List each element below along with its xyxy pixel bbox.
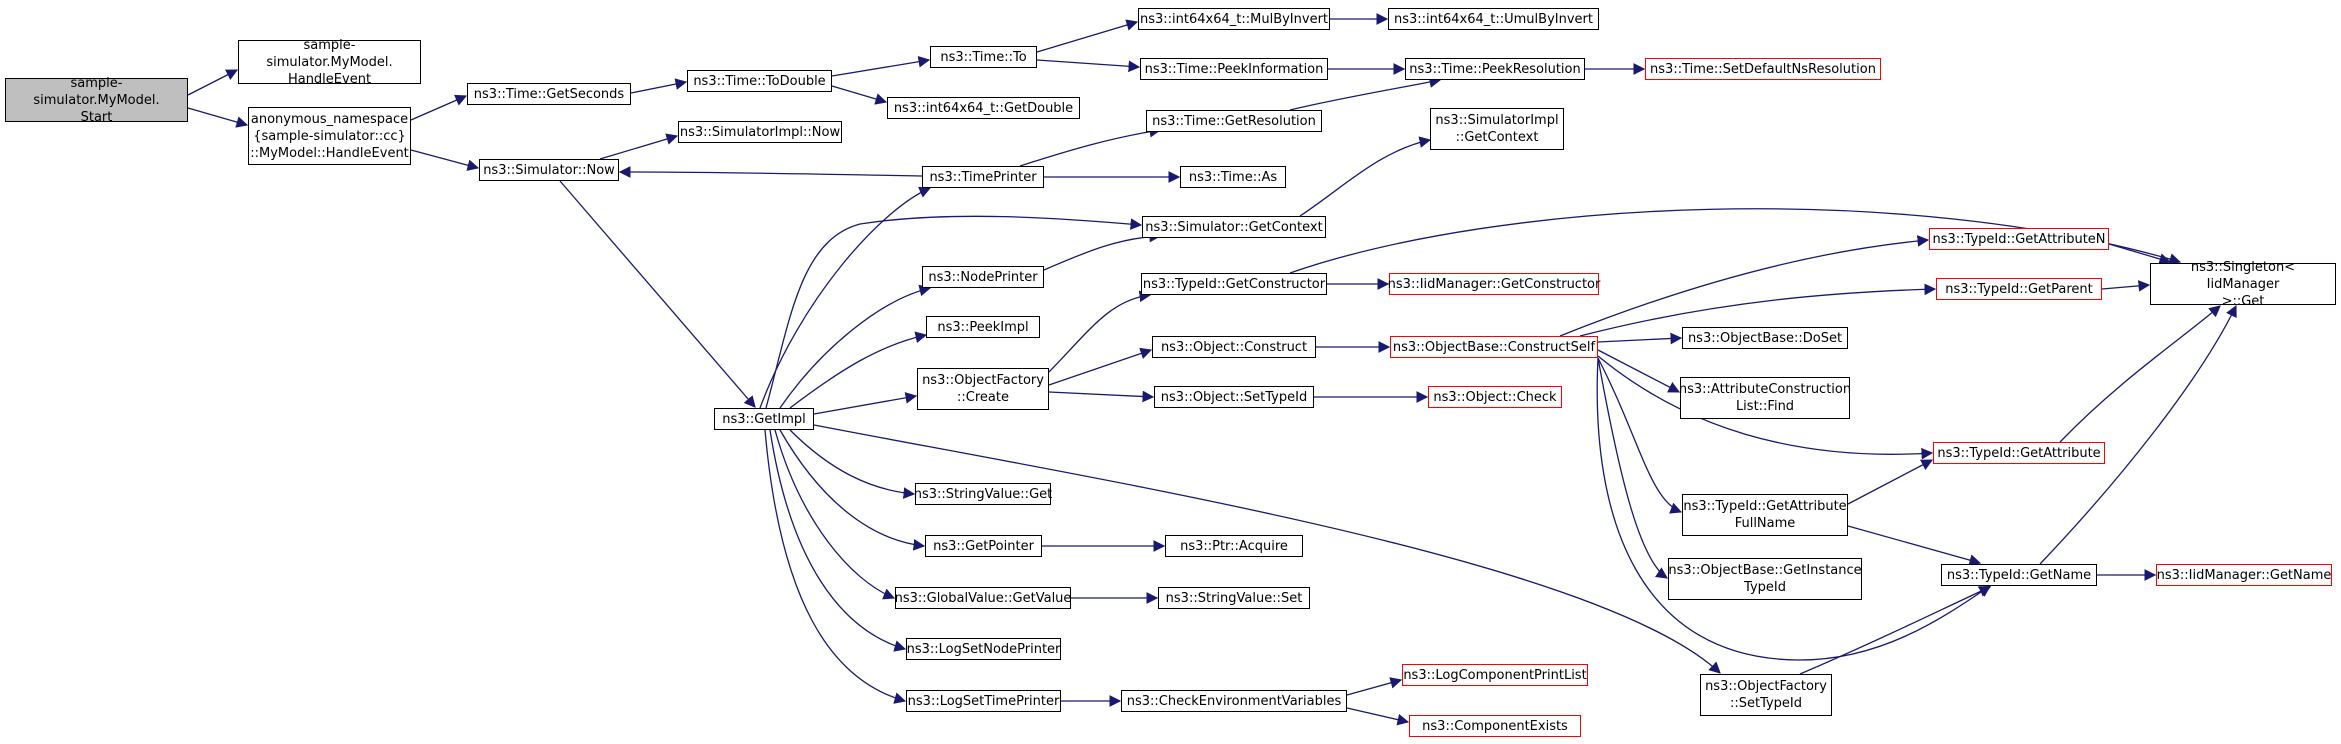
edge-objfactory-create-to-obj-construct — [1048, 347, 1153, 386]
node-stringvalue-get[interactable]: ns3::StringValue::Get — [914, 483, 1052, 505]
edge-constructself-to-typeid-getattr — [1597, 355, 1934, 460]
node-typeid-getctor[interactable]: ns3::TypeId::GetConstructor — [1141, 273, 1327, 295]
node-logsetnodeprinter[interactable]: ns3::LogSetNodePrinter — [906, 638, 1061, 660]
edge-start-to-anon-handle — [187, 107, 249, 128]
node-objbase-constructself[interactable]: ns3::ObjectBase::ConstructSelf — [1390, 336, 1598, 358]
node-objbase-getinst[interactable]: ns3::ObjectBase::GetInstance TypeId — [1668, 558, 1862, 600]
edge-getimpl-to-sim-getctx — [765, 215, 1143, 409]
edge-getimpl-to-logsettimeprinter — [764, 429, 907, 704]
edge-to-double-to-getdouble — [831, 85, 888, 105]
edge-typeid-getattrfull-to-typeid-getname — [1847, 525, 1982, 566]
node-iidmgr-getname[interactable]: ns3::IidManager::GetName — [2156, 564, 2332, 586]
edge-constructself-to-typeid-getparent — [1579, 283, 1937, 337]
edge-anon-to-get-seconds — [410, 94, 468, 121]
node-logcompprintlist[interactable]: ns3::LogComponentPrintList — [1402, 664, 1588, 686]
edge-getimpl-to-peekimpl — [789, 331, 928, 409]
node-getpointer[interactable]: ns3::GetPointer — [925, 535, 1042, 557]
edge-to-double-to-time-to — [831, 55, 931, 77]
node-time-to[interactable]: ns3::Time::To — [930, 46, 1037, 68]
node-getdouble[interactable]: ns3::int64x64_t::GetDouble — [887, 97, 1080, 119]
edge-constructself-to-typeid-getname — [1596, 357, 1991, 661]
node-typeid-getparent[interactable]: ns3::TypeId::GetParent — [1936, 278, 2102, 300]
node-singleton-get[interactable]: ns3::Singleton< IidManager >::Get — [2150, 260, 2336, 309]
node-obj-construct[interactable]: ns3::Object::Construct — [1152, 336, 1316, 358]
node-objbase-doset[interactable]: ns3::ObjectBase::DoSet — [1682, 327, 1848, 349]
node-mulbyinvert[interactable]: ns3::int64x64_t::MulByInvert — [1138, 8, 1330, 30]
edge-getimpl-to-timeprinter — [759, 186, 932, 409]
edge-typeid-getattr-to-singleton-get — [2059, 305, 2221, 443]
edge-constructself-to-objbase-getinst — [1597, 357, 1668, 579]
edge-typeid-getattrfull-to-typeid-getattr — [1847, 459, 1934, 505]
node-peekresolution[interactable]: ns3::Time::PeekResolution — [1405, 58, 1585, 80]
node-nodeprinter[interactable]: ns3::NodePrinter — [922, 266, 1044, 288]
node-typeid-getattrn[interactable]: ns3::TypeId::GetAttributeN — [1929, 228, 2109, 250]
edge-getimpl-to-getpointer — [779, 429, 926, 551]
node-checkenvvars[interactable]: ns3::CheckEnvironmentVariables — [1121, 690, 1347, 712]
node-anon-handle[interactable]: anonymous_namespace {sample-simulator::c… — [248, 107, 411, 165]
edge-typeid-getattrn-to-singleton-get — [2108, 243, 2172, 265]
node-peekimpl[interactable]: ns3::PeekImpl — [926, 316, 1040, 338]
node-objfactory-create[interactable]: ns3::ObjectFactory ::Create — [917, 368, 1049, 410]
edge-checkenvvars-to-logcompprintlist — [1346, 677, 1403, 696]
node-iidmgr-getctor[interactable]: ns3::IidManager::GetConstructor — [1388, 273, 1600, 295]
node-ptr-acquire[interactable]: ns3::Ptr::Acquire — [1165, 535, 1303, 557]
edge-getimpl-to-stringvalue-get — [789, 429, 916, 499]
edge-constructself-to-objbase-doset — [1597, 332, 1683, 345]
edge-timeprinter-to-sim-now — [618, 166, 923, 178]
node-get-seconds[interactable]: ns3::Time::GetSeconds — [467, 83, 631, 105]
node-globalvalue-getvalue[interactable]: ns3::GlobalValue::GetValue — [895, 587, 1071, 609]
node-start[interactable]: sample-simulator.MyModel. Start — [5, 76, 188, 125]
node-objfactory-settypeid[interactable]: ns3::ObjectFactory ::SetTypeId — [1700, 674, 1832, 716]
node-timeprinter[interactable]: ns3::TimePrinter — [922, 166, 1044, 188]
node-to-double[interactable]: ns3::Time::ToDouble — [687, 70, 832, 92]
edge-objfactory-create-to-obj-settypeid — [1048, 390, 1155, 403]
edge-typeid-getparent-to-singleton-get — [2101, 280, 2151, 292]
edge-objfactory-settypeid-to-typeid-getname — [1799, 586, 1992, 675]
node-getimpl[interactable]: ns3::GetImpl — [714, 408, 814, 430]
node-simimpl-getctx[interactable]: ns3::SimulatorImpl ::GetContext — [1430, 108, 1564, 150]
edge-constructself-to-typeid-getattrfull — [1597, 357, 1683, 514]
node-simimpl-now[interactable]: ns3::SimulatorImpl::Now — [678, 121, 842, 143]
edge-getresolution-to-peekresolution — [1289, 76, 1442, 111]
edge-constructself-to-typeid-getattrn — [1559, 235, 1930, 337]
node-peekinformation[interactable]: ns3::Time::PeekInformation — [1140, 58, 1328, 80]
node-umulbyinvert[interactable]: ns3::int64x64_t::UmulByInvert — [1388, 8, 1599, 30]
edge-objfactory-create-to-typeid-getctor — [1048, 290, 1152, 373]
edge-start-to-mm-handle — [187, 69, 239, 96]
node-typeid-getattrfull[interactable]: ns3::TypeId::GetAttribute FullName — [1682, 494, 1848, 536]
edge-checkenvvars-to-componentexists — [1346, 707, 1410, 726]
edge-time-to-to-peekinformation — [1036, 59, 1141, 73]
node-obj-check[interactable]: ns3::Object::Check — [1428, 386, 1562, 408]
edge-constructself-to-attrconst-find — [1597, 349, 1681, 393]
edge-typeid-getname-to-singleton-get — [2039, 304, 2237, 565]
node-setdefaultnsres[interactable]: ns3::Time::SetDefaultNsResolution — [1645, 58, 1881, 80]
node-sim-now[interactable]: ns3::Simulator::Now — [479, 159, 619, 181]
edge-sim-now-to-simimpl-now — [599, 133, 679, 160]
node-stringvalue-set[interactable]: ns3::StringValue::Set — [1158, 587, 1310, 609]
node-obj-settypeid[interactable]: ns3::Object::SetTypeId — [1154, 386, 1314, 408]
node-logsettimeprinter[interactable]: ns3::LogSetTimePrinter — [906, 690, 1061, 712]
node-typeid-getattr[interactable]: ns3::TypeId::GetAttribute — [1933, 442, 2105, 464]
edge-time-to-to-mulbyinvert — [1036, 19, 1139, 53]
node-componentexists[interactable]: ns3::ComponentExists — [1409, 715, 1581, 737]
node-getresolution[interactable]: ns3::Time::GetResolution — [1146, 110, 1322, 132]
node-typeid-getname[interactable]: ns3::TypeId::GetName — [1941, 564, 2097, 586]
edge-getimpl-to-objfactory-settypeid — [813, 424, 1721, 674]
edge-getimpl-to-logsetnodeprinter — [769, 429, 907, 652]
edge-getimpl-to-globalvalue-getvalue — [774, 429, 896, 600]
node-mm-handle[interactable]: sample-simulator.MyModel. HandleEvent — [238, 38, 421, 87]
edge-getimpl-to-objfactory-create — [813, 392, 918, 415]
edge-timeprinter-to-getresolution — [1019, 125, 1162, 167]
edge-getimpl-to-nodeprinter — [779, 284, 932, 409]
edge-sim-now-to-getimpl — [559, 180, 756, 408]
node-time-as[interactable]: ns3::Time::As — [1180, 166, 1286, 188]
edge-nodeprinter-to-sim-getctx — [1043, 230, 1162, 271]
node-sim-getctx[interactable]: ns3::Simulator::GetContext — [1142, 216, 1326, 238]
edge-anon-to-sim-now — [410, 149, 480, 171]
edge-get-seconds-to-to-double — [630, 78, 688, 94]
edge-sim-getctx-to-simimpl-getctx — [1299, 136, 1432, 217]
node-attrconst-find[interactable]: ns3::AttributeConstruction List::Find — [1679, 377, 1851, 419]
